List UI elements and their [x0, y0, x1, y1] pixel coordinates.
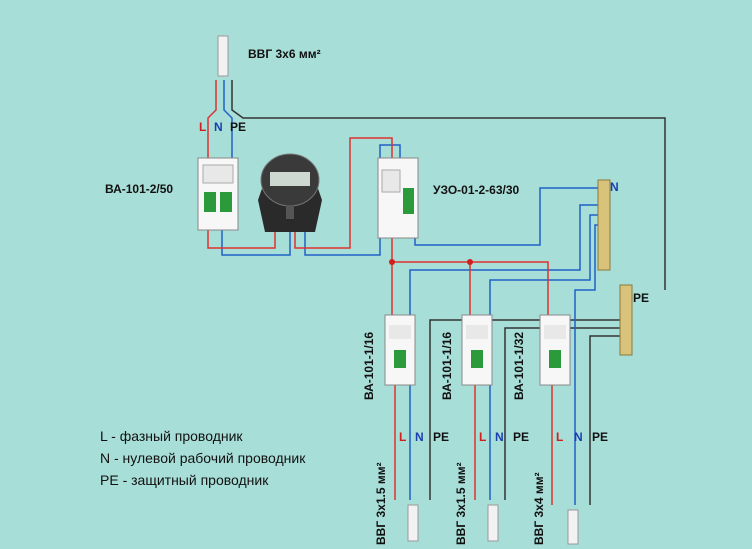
output-cable	[487, 504, 499, 542]
input-l-label: L	[199, 120, 207, 134]
branch-breaker	[461, 314, 493, 386]
legend: L - фазный проводник N - нулевой рабочий…	[100, 425, 305, 491]
branch-n-label: N	[495, 430, 504, 444]
rcd-label: УЗО-01-2-63/30	[433, 183, 520, 197]
branch-n-label: N	[574, 430, 583, 444]
junction-dot	[467, 259, 473, 265]
neutral-breaker-to-meter	[221, 230, 291, 256]
input-pe-label: PE	[230, 120, 247, 134]
main-breaker-label: ВА-101-2/50	[105, 182, 174, 196]
main-breaker	[197, 157, 239, 231]
branch-breaker	[539, 314, 571, 386]
pe-bus	[619, 284, 633, 356]
legend-item: PE - защитный проводник	[100, 472, 269, 488]
output-cable-label: ВВГ 3х1.5 мм²	[454, 462, 468, 545]
branch-breaker-label: ВА-101-1/16	[362, 331, 376, 400]
rcd-device	[377, 157, 419, 239]
legend-item: L - фазный проводник	[100, 428, 243, 444]
pe-main-wire	[231, 80, 666, 290]
branch-l-label: L	[556, 430, 564, 444]
pe-wire-branch-3	[589, 335, 620, 505]
output-cable	[407, 504, 419, 542]
input-cable	[217, 35, 229, 77]
branch-breaker-label: ВА-101-1/32	[512, 331, 526, 400]
input-n-label: N	[214, 120, 223, 134]
output-cable	[567, 509, 579, 545]
neutral-bus-branch-3	[574, 224, 598, 505]
phase-breaker-to-meter	[207, 230, 276, 249]
legend-item: N - нулевой рабочий проводник	[100, 450, 306, 466]
electric-meter	[258, 153, 322, 232]
pe-bus-label: PE	[633, 291, 650, 305]
neutral-rcd-to-bus	[414, 187, 598, 246]
phase-meter-to-rcd	[294, 137, 393, 249]
branch-breaker	[384, 314, 416, 386]
output-cable-label: ВВГ 3х4 мм²	[532, 472, 546, 545]
output-cable-label: ВВГ 3х1.5 мм²	[374, 462, 388, 545]
neutral-input-wire	[223, 80, 233, 160]
input-cable-label: ВВГ 3х6 мм²	[248, 47, 321, 61]
junction-dot	[389, 259, 395, 265]
phase-input-wire	[207, 80, 217, 160]
n-bus-label: N	[610, 180, 619, 194]
branch-l-label: L	[479, 430, 487, 444]
phase-wires	[207, 80, 553, 505]
n-bus	[597, 179, 611, 271]
pe-wire-branch-2	[504, 327, 620, 500]
branch-l-label: L	[399, 430, 407, 444]
branch-pe-label: PE	[433, 430, 450, 444]
branch-n-label: N	[415, 430, 424, 444]
branch-pe-label: PE	[592, 430, 609, 444]
branch-breaker-label: ВА-101-1/16	[440, 331, 454, 400]
branch-pe-label: PE	[513, 430, 530, 444]
